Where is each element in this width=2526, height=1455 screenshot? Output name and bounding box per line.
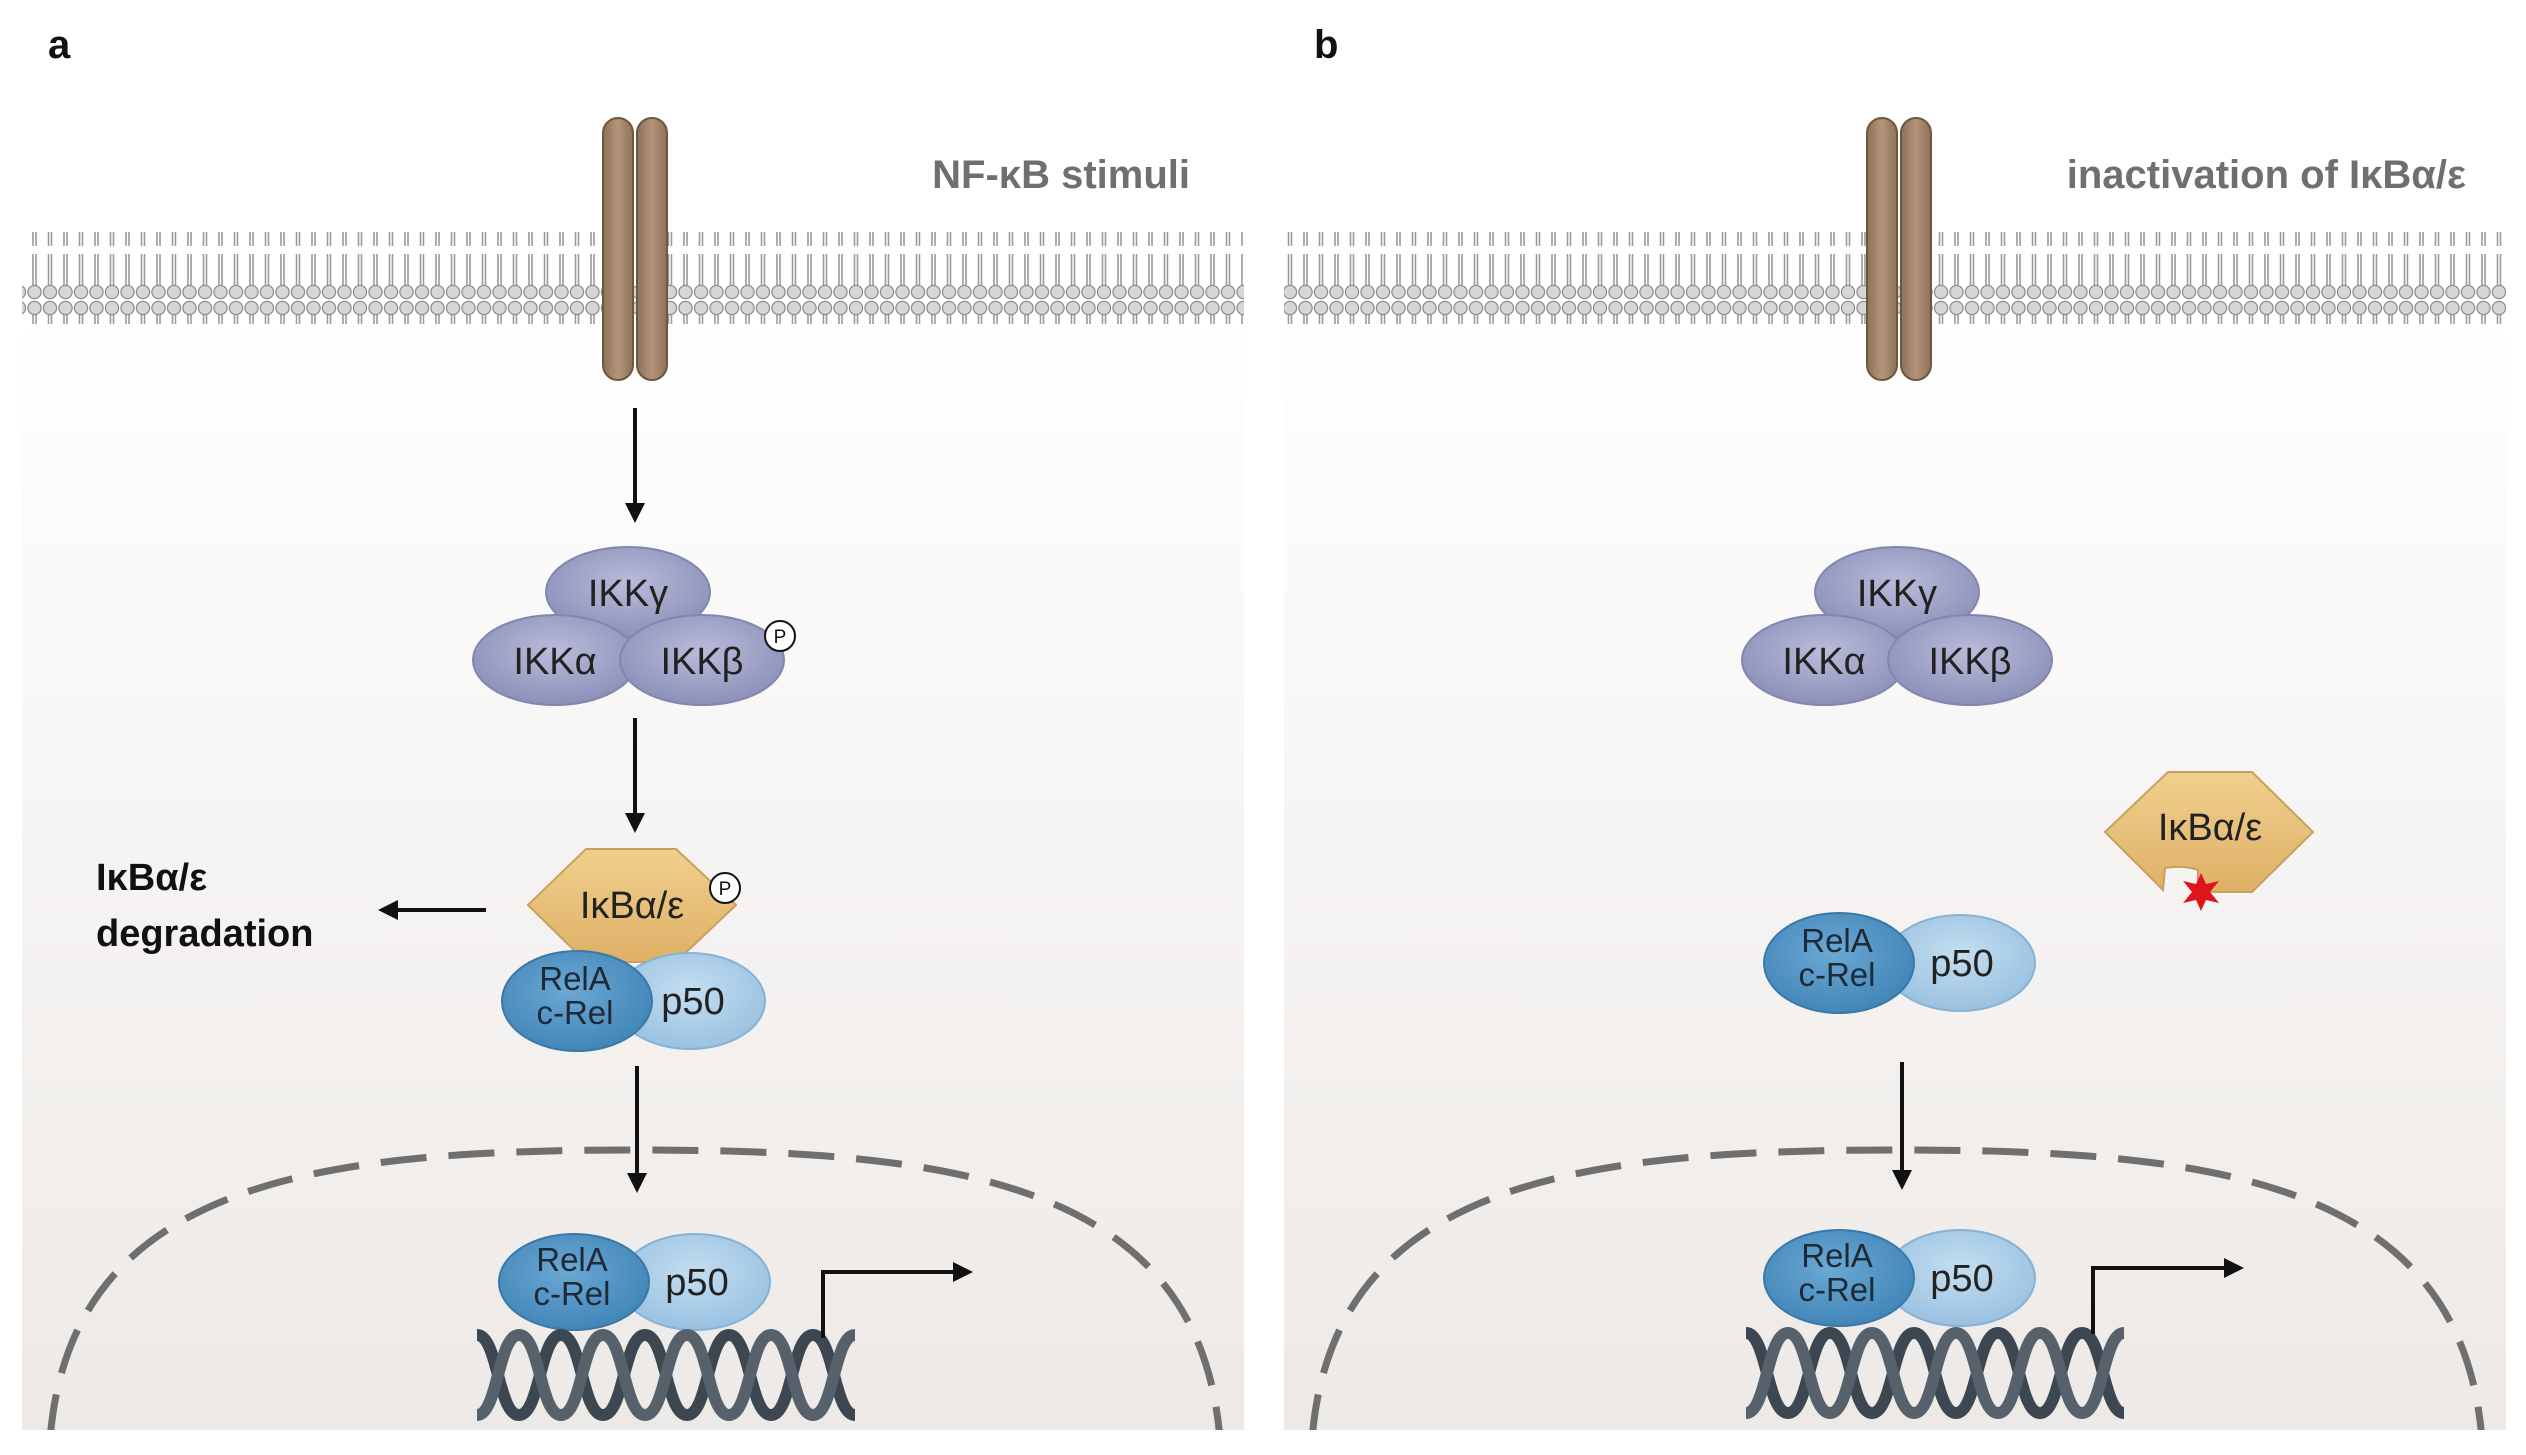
rela-crel-subunit bbox=[1763, 912, 1915, 1014]
receptor-icon bbox=[1866, 117, 1932, 381]
phosphate-label: P bbox=[774, 627, 787, 648]
crel-label: c-Rel bbox=[1798, 1271, 1875, 1308]
transcription-arrow-icon bbox=[2091, 1258, 2244, 1334]
ikk-complex: IKKγ IKKα IKKβ bbox=[1741, 546, 2053, 706]
panel-letter: b bbox=[1314, 23, 1338, 67]
rela-crel-subunit bbox=[498, 1233, 650, 1331]
phosphate-icon: P bbox=[764, 620, 796, 652]
rela-label: RelA bbox=[1801, 1237, 1873, 1274]
ikb-protein: IκBα/ε P bbox=[526, 848, 741, 963]
rela-label: RelA bbox=[1801, 922, 1873, 959]
nfkb-dimer-nucleus: RelA c-Rel p50 bbox=[498, 1233, 771, 1331]
rela-label: RelA bbox=[539, 960, 611, 997]
nfkb-dimer-cytoplasm: RelA c-Rel p50 bbox=[501, 950, 766, 1052]
ikk-beta-label: IKKβ bbox=[660, 641, 743, 683]
ikb-label: IκBα/ε bbox=[580, 885, 684, 927]
ikk-alpha-label: IKKα bbox=[1782, 641, 1865, 683]
ikk-beta bbox=[1887, 614, 2053, 706]
transcription-arrow-icon bbox=[821, 1262, 973, 1338]
ikb-protein-mutant: IκBα/ε bbox=[2103, 771, 2315, 911]
ikb-label: IκBα/ε bbox=[2158, 807, 2262, 849]
dna-helix-icon bbox=[475, 1328, 857, 1422]
p50-label: p50 bbox=[1930, 943, 1993, 985]
nuclear-envelope bbox=[1309, 1146, 2485, 1430]
p50-label: p50 bbox=[665, 1262, 728, 1304]
rela-crel-subunit bbox=[501, 950, 653, 1052]
phosphate-icon: P bbox=[709, 872, 741, 904]
ikk-beta bbox=[619, 614, 785, 706]
dna-helix-icon bbox=[1744, 1326, 2126, 1420]
panel-a: a NF-κB stimuli IKKγ IKKα IKKβ P IκBα/ε bbox=[22, 23, 1244, 1430]
ikk-gamma bbox=[1814, 546, 1980, 638]
ikk-gamma-label: IKKγ bbox=[588, 573, 668, 615]
degradation-label-line2: degradation bbox=[96, 913, 313, 955]
panel-letter: a bbox=[48, 23, 71, 67]
crel-label: c-Rel bbox=[536, 994, 613, 1031]
crel-label: c-Rel bbox=[533, 1275, 610, 1312]
stimulus-label: inactivation of IκBα/ε bbox=[2067, 153, 2466, 197]
ikk-alpha-label: IKKα bbox=[513, 641, 596, 683]
ikk-gamma bbox=[545, 546, 711, 638]
rela-crel-subunit bbox=[1763, 1229, 1915, 1327]
ikk-beta-label: IKKβ bbox=[1928, 641, 2011, 683]
panel-b: b inactivation of IκBα/ε IKKγ IKKα IKKβ … bbox=[1284, 23, 2506, 1430]
mutation-star-icon bbox=[2183, 873, 2219, 911]
stimulus-label: NF-κB stimuli bbox=[932, 153, 1190, 197]
nuclear-envelope bbox=[47, 1146, 1223, 1430]
nfkb-dimer-nucleus: RelA c-Rel p50 bbox=[1763, 1229, 2036, 1327]
crel-label: c-Rel bbox=[1798, 956, 1875, 993]
p50-label: p50 bbox=[1930, 1258, 1993, 1300]
degradation-label-line1: IκBα/ε bbox=[96, 857, 207, 899]
ikk-gamma-label: IKKγ bbox=[1857, 573, 1937, 615]
receptor-icon bbox=[602, 117, 668, 381]
cell-background bbox=[1284, 310, 2506, 1430]
nfkb-dimer-cytoplasm: RelA c-Rel p50 bbox=[1763, 912, 2036, 1014]
rela-label: RelA bbox=[536, 1241, 608, 1278]
p50-label: p50 bbox=[661, 981, 724, 1023]
ikk-complex: IKKγ IKKα IKKβ P bbox=[472, 546, 796, 706]
phosphate-label: P bbox=[719, 879, 732, 900]
